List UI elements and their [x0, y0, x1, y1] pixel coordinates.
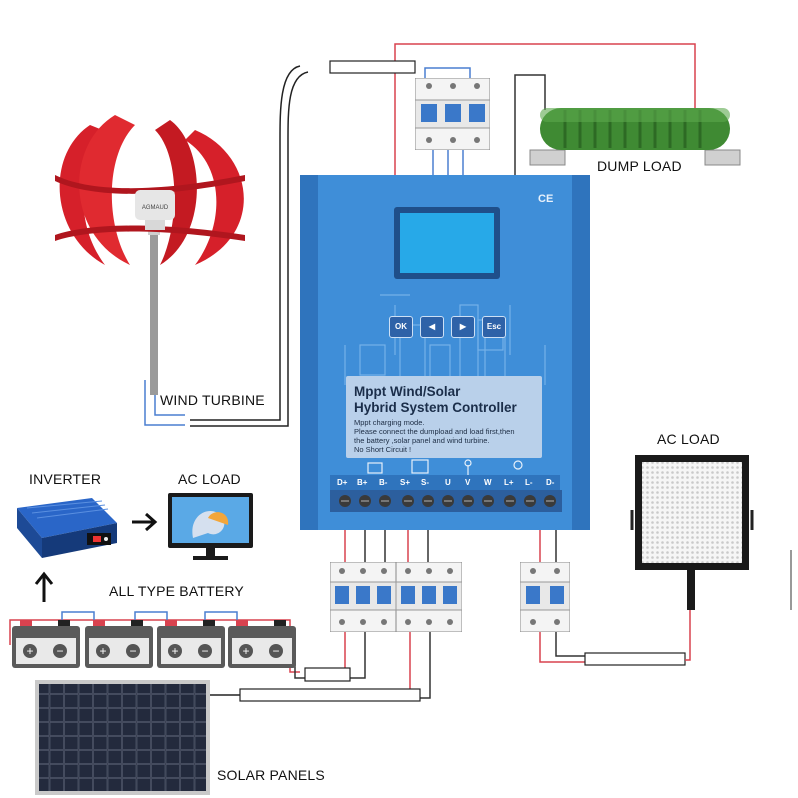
arrow-up-icon	[34, 571, 54, 602]
battery-minus-icon: −	[272, 644, 279, 658]
terminal-label: D-	[546, 478, 555, 487]
ce-mark: CE	[538, 193, 554, 205]
wind-turbine-label: WIND TURBINE	[160, 392, 265, 408]
monitor-image	[168, 493, 253, 560]
top-breaker	[415, 78, 490, 150]
battery-breaker	[330, 562, 396, 632]
load-breaker	[520, 562, 570, 632]
battery-minus-icon: −	[201, 644, 208, 658]
controller-title-line1: Mppt Wind/Solar	[354, 384, 461, 399]
terminal-label: S-	[421, 478, 429, 487]
battery-1: + −	[12, 620, 80, 668]
terminal-label: W	[484, 478, 492, 487]
wind-turbine-image: AGMAUD	[55, 115, 245, 395]
terminal-label: L-	[525, 478, 533, 487]
battery-minus-icon: −	[129, 644, 136, 658]
controller-title-line2: Hybrid System Controller	[354, 400, 517, 415]
dump-load-resistor	[529, 108, 741, 166]
terminal-label: U	[445, 478, 451, 487]
controller-label-panel: Mppt Wind/Solar Hybrid System Controller…	[346, 376, 542, 458]
battery-2: + −	[85, 620, 153, 668]
ok-button[interactable]: OK	[389, 316, 413, 338]
hybrid-controller	[300, 175, 590, 530]
terminal-label: B-	[379, 478, 388, 487]
inverter-image	[17, 498, 117, 558]
battery-4: + −	[228, 620, 296, 668]
edge-mark	[790, 550, 792, 610]
controller-note-line4: No Short Circuit !	[354, 445, 412, 454]
controller-note-line1: Mppt charging mode.	[354, 418, 425, 427]
esc-button[interactable]: Esc	[482, 316, 506, 338]
ac-load-right-label: AC LOAD	[657, 431, 720, 447]
right-arrow-button[interactable]: ▶	[451, 316, 475, 338]
arrow-right-icon	[132, 512, 158, 532]
battery-3: + −	[157, 620, 225, 668]
terminal-label: B+	[357, 478, 368, 487]
left-arrow-button[interactable]: ◀	[420, 316, 444, 338]
solar-panel-image	[35, 680, 210, 795]
terminal-label: L+	[504, 478, 514, 487]
solar-breaker	[396, 562, 462, 632]
led-flood-light	[630, 455, 754, 610]
battery-plus-icon: +	[99, 644, 106, 658]
terminal-label: D+	[337, 478, 348, 487]
controller-note-line3: the battery ,solar panel and wind turbin…	[354, 436, 490, 445]
controller-note-line2: Please connect the dumpload and load fir…	[354, 427, 515, 436]
battery-label: ALL TYPE BATTERY	[109, 583, 244, 599]
battery-plus-icon: +	[26, 644, 33, 658]
dump-load-wire-black	[514, 74, 546, 175]
battery-plus-icon: +	[171, 644, 178, 658]
terminal-label: V	[465, 478, 471, 487]
ac-load-left-label: AC LOAD	[178, 471, 241, 487]
dump-load-wire-red	[394, 43, 696, 175]
dump-load-label: DUMP LOAD	[597, 158, 682, 174]
turbine-brand-label: AGMAUD	[142, 205, 169, 211]
battery-plus-icon: +	[242, 644, 249, 658]
terminal-label: S+	[400, 478, 411, 487]
inverter-label: INVERTER	[29, 471, 102, 487]
solar-panels-label: SOLAR PANELS	[217, 767, 325, 783]
battery-minus-icon: −	[56, 644, 63, 658]
